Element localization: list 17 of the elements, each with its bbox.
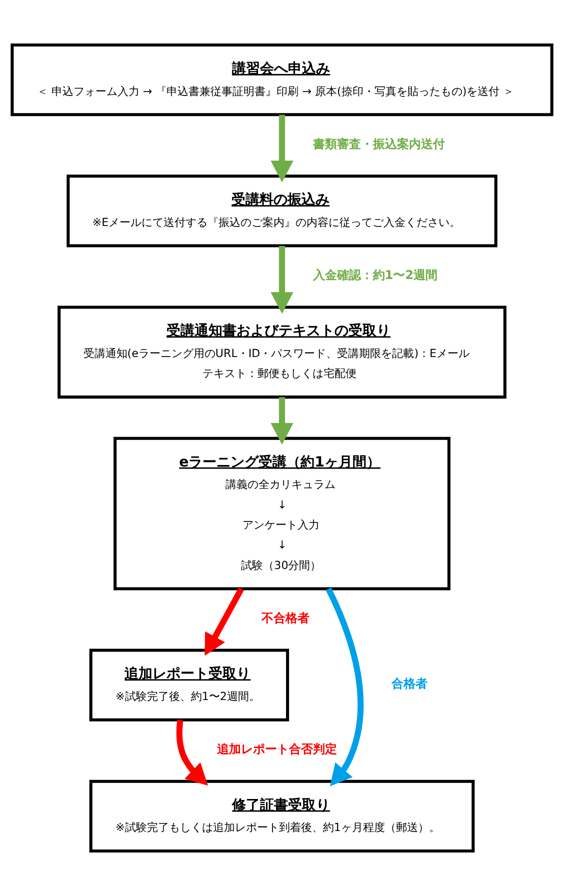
arrow [270,246,294,314]
node-box: 追加レポート受取り ※試験完了後、約1〜2週間。 [89,648,290,722]
arrow [326,587,364,786]
arrow [176,720,208,786]
node-box: 講習会へ申込み ＜ 申込フォーム入力 → 『申込書兼従事証明書』印刷 → 原本(捺印・写真を貼ったもの)を送付 ＞ [10,44,554,116]
edge-label: 書類審査・振込案内送付 [312,137,445,152]
node-box: 受講料の振込み ※Eメールにて送付する『振込のご案内』の内容に従ってご入金ください。 [66,174,498,248]
arrow [270,114,294,182]
node-box: 受講通知書およびテキストの受取り 受講通知(eラーニング用のURL・ID・パスワード、受講期限を記載)：Eメール テキスト：郵便もしくは宅配便 [58,306,506,399]
edge-label: 合格者 [391,676,428,691]
edge-label: 入金確認：約1〜2週間 [312,268,438,282]
edge-label: 不合格者 [261,611,310,626]
edge-label: 追加レポート合否判定 [216,742,337,756]
node-box: 修了証書受取り ※試験完了もしくは追加レポート到着後、約1ヶ月程度（郵送）。 [89,780,475,852]
arrow [204,587,244,656]
node-box: eラーニング受講（約1ヶ月間） 講義の全カリキュラム ↓ アンケート入力 ↓ 試験（30分間） [114,436,450,590]
arrow [270,397,294,445]
